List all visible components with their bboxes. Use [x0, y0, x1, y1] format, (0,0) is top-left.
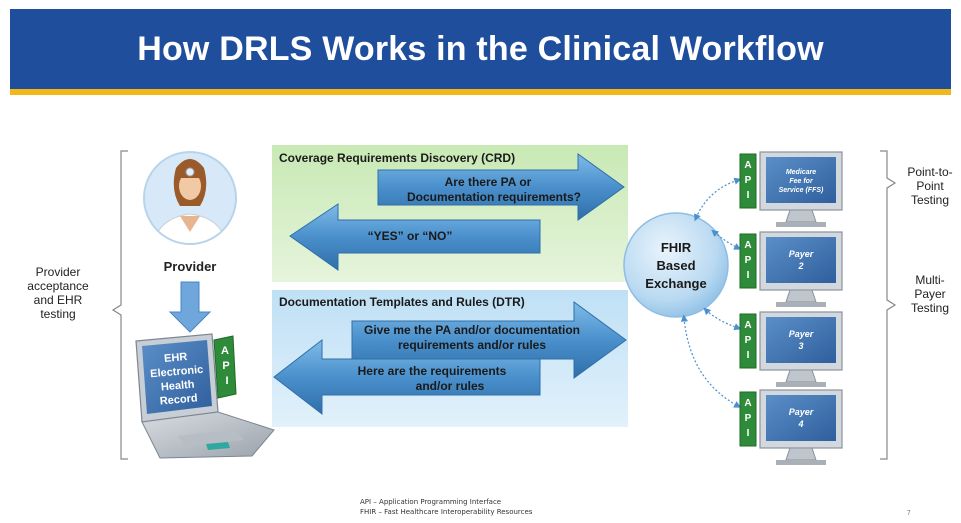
api-letter: A: [744, 240, 751, 251]
api-letter: A: [221, 345, 229, 357]
api-letter: I: [225, 375, 228, 387]
point-to-point-label-line: Point-to-: [907, 165, 952, 179]
crd-request-line: Are there PA or: [445, 175, 532, 189]
payer-monitor-screen: [766, 157, 836, 203]
payer-monitor-screen: [766, 317, 836, 363]
payer-api-tab: [739, 313, 757, 369]
payer-monitor-base: [776, 460, 826, 465]
left-bracket: [111, 150, 128, 460]
dtr-request-line: Give me the PA and/or documentation: [364, 323, 580, 337]
page-title: How DRLS Works in the Clinical Workflow: [137, 29, 824, 68]
right-bracket: [880, 150, 897, 460]
api-letter: A: [744, 160, 751, 171]
fhir-hub-label-line: FHIR: [661, 240, 692, 255]
api-letter: P: [222, 360, 229, 372]
payer-monitor-stand: [785, 369, 817, 383]
provider-group-label-line: and EHR: [34, 293, 83, 307]
payer-monitor-base: [776, 302, 826, 307]
ehr-label: EHR Electronic Health Record: [150, 351, 204, 408]
crd-heading: Coverage Requirements Discovery (CRD): [279, 151, 515, 165]
point-to-point-label-line: Testing: [911, 193, 949, 207]
payer-label-line: Service (FFS): [779, 187, 824, 194]
ehr-label-line: EHR: [164, 351, 188, 365]
provider-group-label-line: Provider: [36, 265, 81, 279]
payer-label-line: Fee for: [789, 178, 814, 185]
provider-label: Provider: [164, 259, 217, 274]
provider-group-label-line: acceptance: [27, 279, 89, 293]
payer-label-line: 4: [797, 419, 803, 429]
payer-monitor: API Payer 2: [739, 231, 843, 307]
payer-monitor-screen: [766, 237, 836, 283]
page-number: 7: [906, 509, 911, 517]
payer-label-line: Payer: [789, 407, 814, 417]
payer-monitor: API Payer 4: [739, 389, 843, 465]
dtr-response-line: Here are the requirements: [358, 364, 507, 378]
fhir-hub-label-line: Exchange: [645, 276, 706, 291]
api-letter: P: [745, 413, 752, 424]
payer-api-tab: [739, 233, 757, 289]
crd-response-arrow: [289, 203, 541, 271]
connector-payer-4: [680, 314, 742, 408]
hub-payer-connectors: [680, 177, 742, 408]
payer-label-line: 3: [798, 341, 803, 351]
point-to-point-label: Point-to- Point Testing: [907, 165, 952, 207]
multi-payer-label-line: Payer: [914, 287, 945, 301]
fhir-hub-label: FHIR Based Exchange: [645, 240, 706, 291]
crd-request-arrow: [377, 153, 625, 221]
provider-group-label: Provider acceptance and EHR testing: [27, 265, 89, 321]
payer-label-line: Payer: [789, 329, 814, 339]
payer-monitor-stand: [785, 289, 817, 303]
api-letter: P: [745, 255, 752, 266]
footnote-api: API – Application Programming Interface: [360, 498, 502, 506]
crd-request-line: Documentation requirements?: [407, 190, 581, 204]
payer-monitor: API Payer 3: [739, 311, 843, 387]
title-bar: How DRLS Works in the Clinical Workflow: [10, 9, 951, 95]
provider-group-label-line: testing: [40, 307, 75, 321]
api-letter: A: [744, 320, 751, 331]
payer-label-line: Medicare: [786, 169, 816, 176]
point-to-point-label-line: Point: [916, 179, 944, 193]
multi-payer-label-line: Multi-: [915, 273, 944, 287]
fhir-hub: [623, 212, 729, 318]
api-letter: A: [744, 398, 751, 409]
ehr-api-tab: A P I: [213, 335, 237, 399]
crd-response-text: “YES” or “NO”: [368, 229, 453, 243]
dtr-response-arrow: [273, 338, 541, 416]
ehr-label-line: Record: [159, 392, 198, 407]
payer-monitor-base: [776, 382, 826, 387]
payer-api-tab: [739, 153, 757, 209]
fhir-hub-label-line: Based: [656, 258, 695, 273]
payer-label-line: 2: [797, 261, 803, 271]
provider-to-ehr-arrow: [168, 281, 212, 333]
api-letter: I: [747, 270, 750, 281]
multi-payer-label: Multi- Payer Testing: [911, 273, 949, 315]
footnote-fhir: FHIR – Fast Healthcare Interoperability …: [360, 508, 533, 516]
api-letter: I: [747, 350, 750, 361]
dtr-heading: Documentation Templates and Rules (DTR): [279, 295, 525, 309]
dtr-request-line: requirements and/or rules: [398, 338, 546, 352]
ehr-laptop-icon: [135, 333, 275, 459]
connector-payer-1: [694, 177, 742, 222]
ehr-label-line: Health: [160, 379, 195, 394]
footnotes: API – Application Programming Interface …: [360, 497, 532, 517]
api-letter: P: [745, 335, 752, 346]
api-letter: I: [747, 428, 750, 439]
payer-monitor-base: [776, 222, 826, 227]
payer-api-tab: [739, 391, 757, 447]
payer-monitor-stand: [785, 447, 817, 461]
payer-label-line: Payer: [789, 249, 814, 259]
dtr-response-line: and/or rules: [416, 379, 485, 393]
multi-payer-label-line: Testing: [911, 301, 949, 315]
ehr-label-line: Electronic: [150, 364, 204, 381]
api-letter: I: [747, 190, 750, 201]
payer-monitor-screen: [766, 395, 836, 441]
payer-monitor-stand: [785, 209, 817, 223]
api-letter: P: [745, 175, 752, 186]
